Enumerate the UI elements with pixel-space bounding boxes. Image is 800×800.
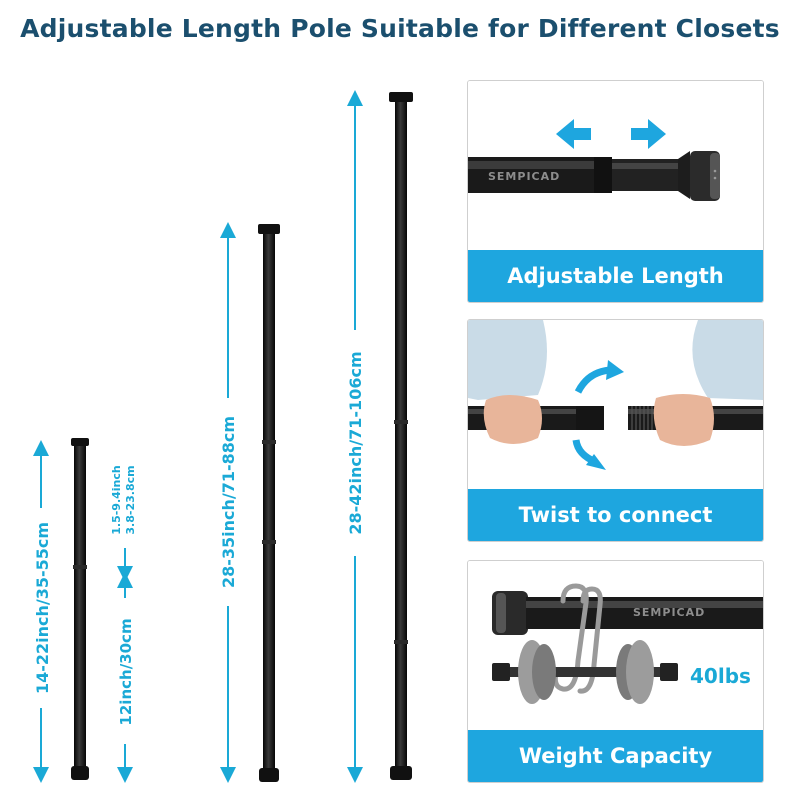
short-pole xyxy=(71,438,89,780)
short-extend-cm-label: 3.8-23.8cm xyxy=(124,465,137,534)
medium-pole xyxy=(258,224,280,782)
weight-text-layer: SEMPICAD 40lbs xyxy=(633,606,751,688)
adjustable-brand-layer: SEMPICAD xyxy=(488,170,560,183)
panel-weight-capacity: SEMPICAD 40lbs Weight Capacity xyxy=(467,560,764,783)
short-total-label: 14-22inch/35-55cm xyxy=(33,522,52,694)
brand-text: SEMPICAD xyxy=(488,170,560,183)
short-section-label: 12inch/30cm xyxy=(117,618,135,725)
page-title: Adjustable Length Pole Suitable for Diff… xyxy=(20,14,780,43)
short-extend-inch-label: 1.5-9.4inch xyxy=(110,465,123,535)
medium-total-label: 28-35inch/71-88cm xyxy=(219,416,238,588)
adjustable-pole-photo xyxy=(468,81,763,251)
twist-connect-photo xyxy=(468,320,763,490)
panel-twist-to-connect: Twist to connect xyxy=(467,319,764,542)
long-total-label: 28-42inch/71-106cm xyxy=(346,351,365,534)
panel-banner: Twist to connect xyxy=(468,489,763,541)
panel-adjustable-length: SEMPICAD Adjustable Length xyxy=(467,80,764,303)
brand-text: SEMPICAD xyxy=(633,606,705,619)
left-arrow-icon xyxy=(556,119,591,149)
panel-banner: Weight Capacity xyxy=(468,730,763,782)
panel-banner: Adjustable Length xyxy=(468,250,763,302)
weight-label: 40lbs xyxy=(690,664,751,688)
panel-label: Weight Capacity xyxy=(518,744,713,768)
panel-label: Twist to connect xyxy=(518,503,713,527)
weight-capacity-photo xyxy=(468,561,763,731)
panel-label: Adjustable Length xyxy=(507,264,724,288)
right-arrow-icon xyxy=(631,119,666,149)
long-pole xyxy=(389,92,413,780)
